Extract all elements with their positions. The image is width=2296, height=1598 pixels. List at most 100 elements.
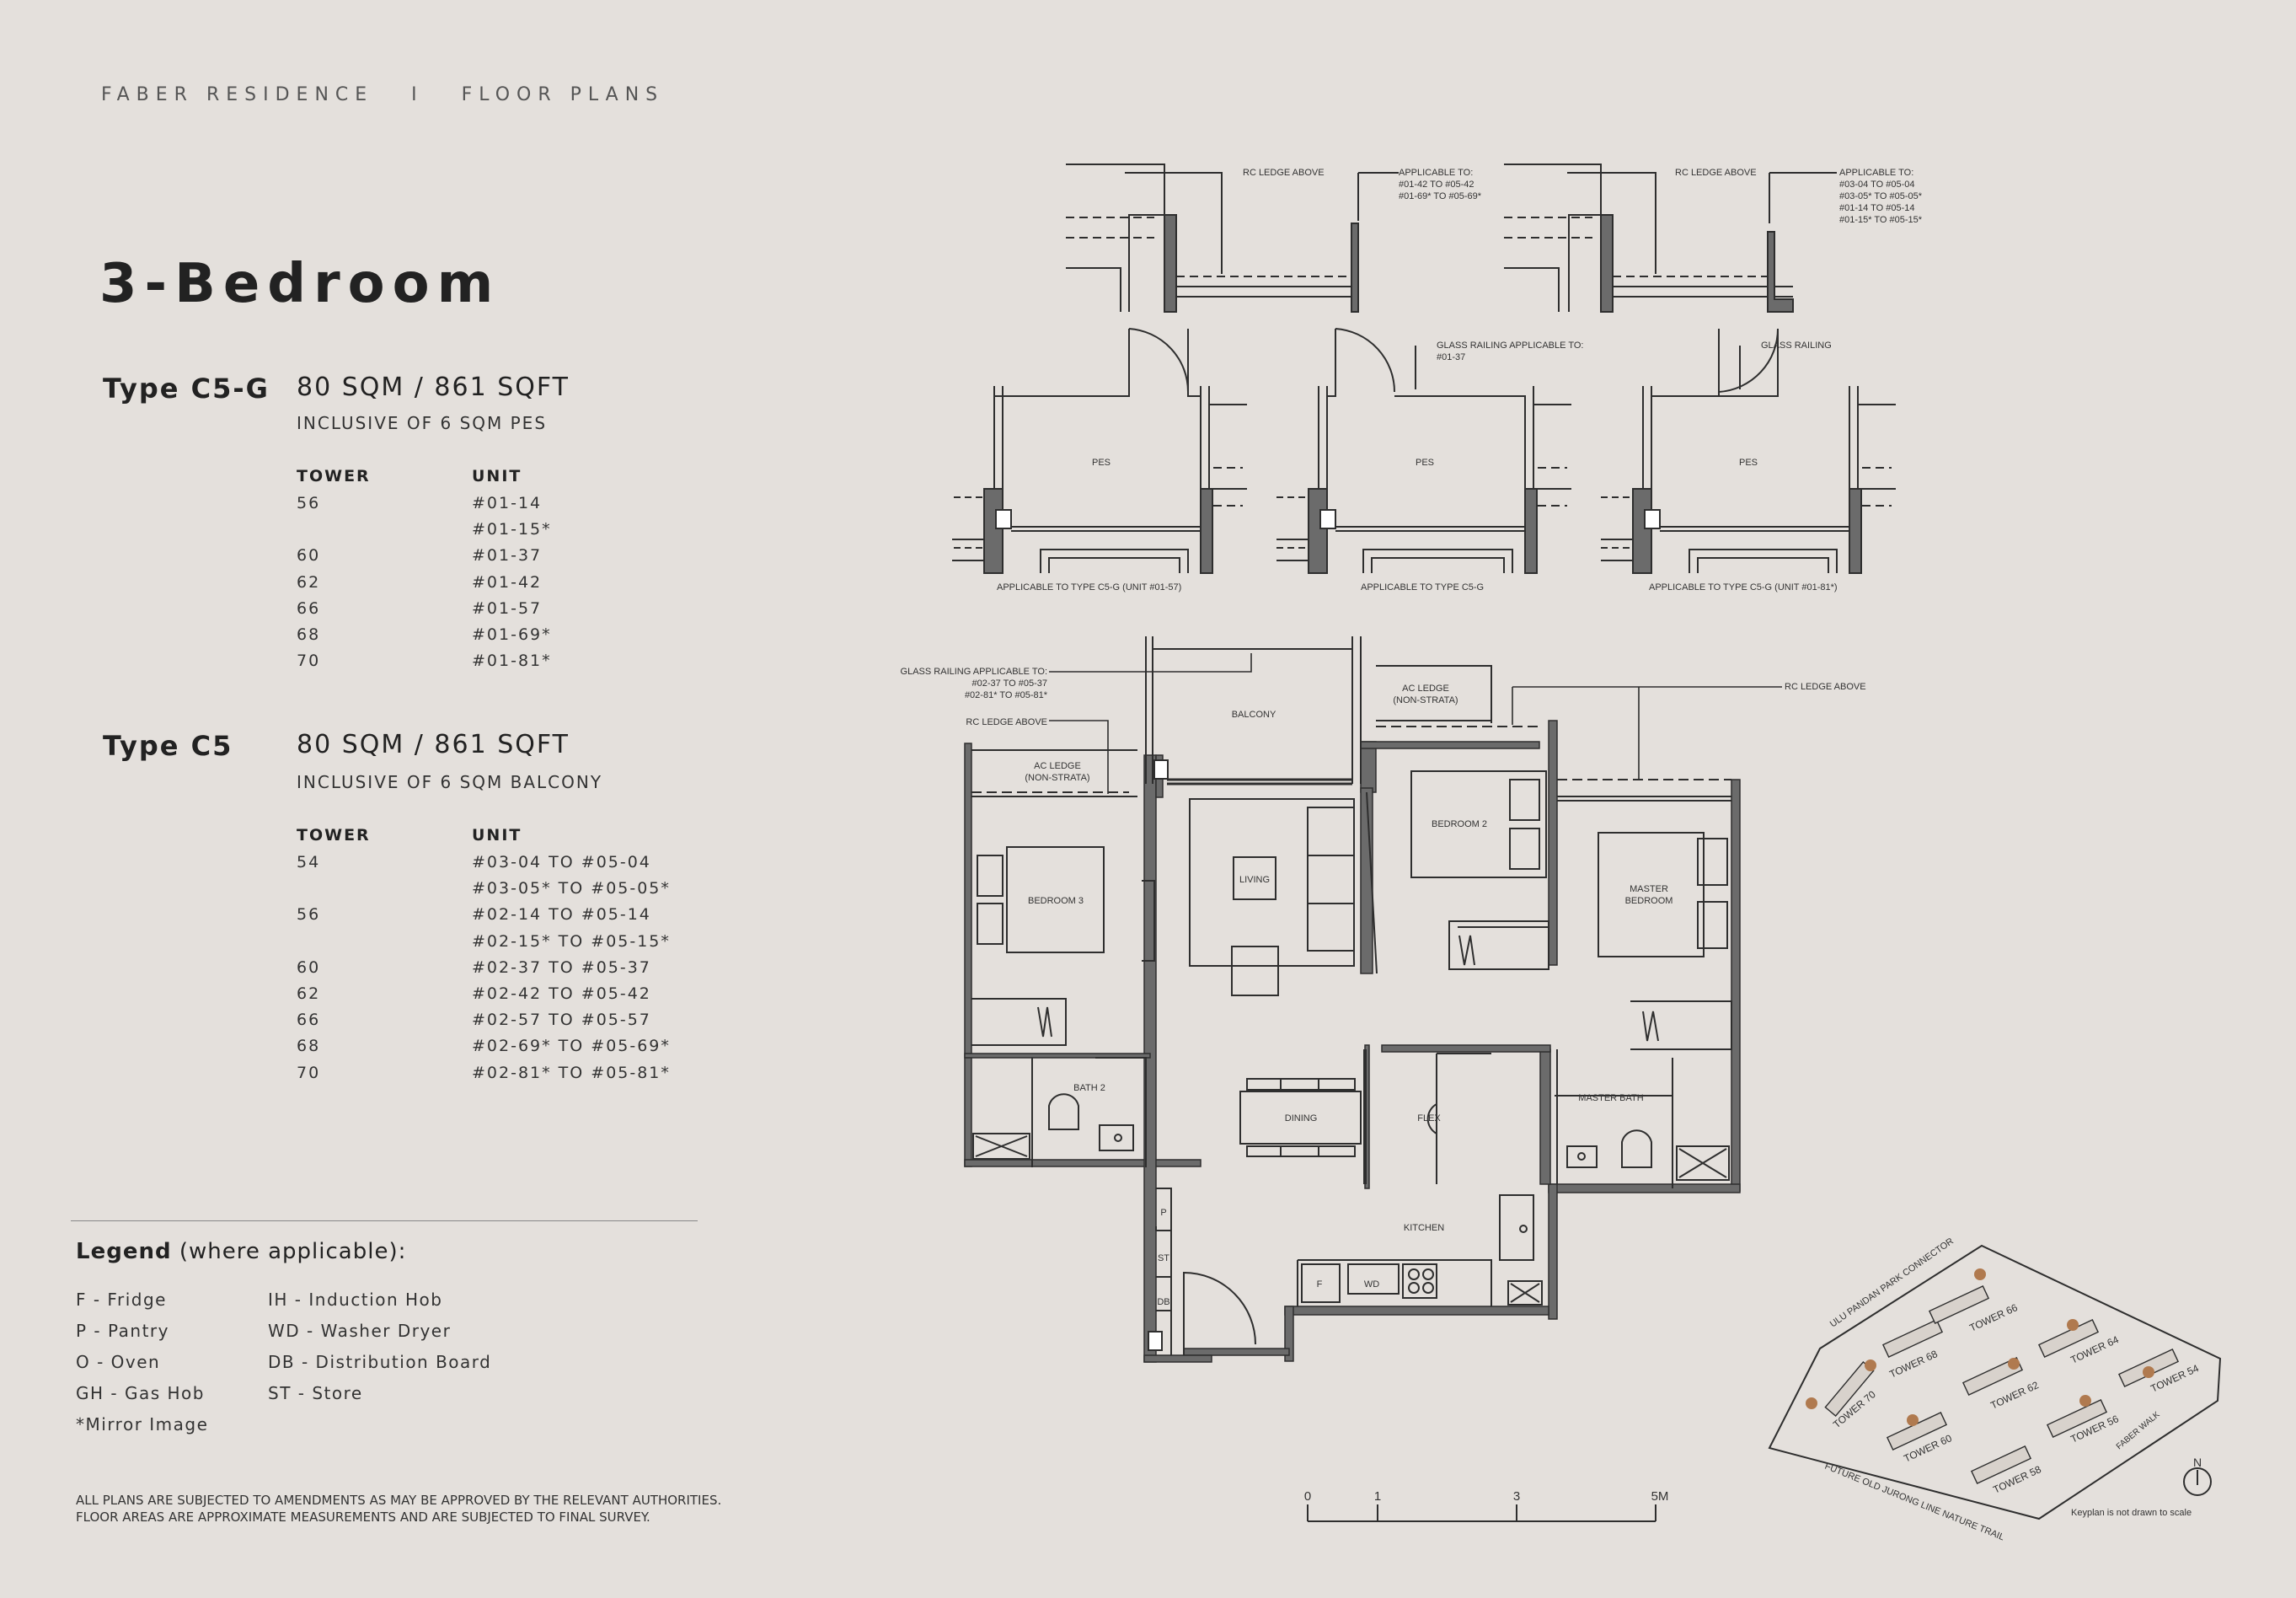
legend-column-2: IH - Induction Hob WD - Washer Dryer DB … [268,1284,491,1409]
store-label: ST [1158,1253,1169,1263]
ac-ledge-left-label: AC LEDGE [1034,761,1081,771]
detail2-ledge-label: RC LEDGE ABOVE [1675,168,1757,178]
ac-ledge-left-sub: (NON-STRATA) [1025,773,1089,783]
keyplan-walk-label: FABER WALK [2115,1410,2162,1451]
flex-label: FLEX [1417,1113,1441,1123]
main-floor-plan [964,636,1741,1363]
washer-dryer-label: WD [1364,1279,1379,1290]
type-c5g-tower-column: 56 60 62 66 68 70 [297,491,320,674]
type-c5g-unit-column: #01-14 #01-15* #01-37 #01-42 #01-57 #01-… [472,491,552,674]
legend-item: O - Oven [76,1352,161,1372]
type-c5g-area: 80 SQM / 861 SQFT [297,373,570,402]
detail2-applicable-2: #03-05* TO #05-05* [1839,191,1923,201]
detail-ledge-1 [1066,164,1399,313]
legend-item: IH - Induction Hob [268,1290,443,1310]
scale-tick-3: 3 [1513,1489,1520,1504]
detail-ledge-2 [1504,164,1837,313]
table-row-unit: #01-42 [472,572,543,592]
table-row-tower: 60 [297,546,321,566]
table-row-tower: 56 [297,905,321,925]
table-row-tower: 70 [297,652,321,671]
balcony-label: BALCONY [1232,710,1276,720]
rc-ledge-right-label: RC LEDGE ABOVE [1785,682,1866,692]
glass-railing-note-2: #02-37 TO #05-37 [972,678,1048,689]
pes1-caption: APPLICABLE TO TYPE C5-G (UNIT #01-57) [997,582,1181,593]
type-c5g-unit-header: UNIT [472,467,522,485]
rc-ledge-left-label: RC LEDGE ABOVE [966,717,1047,727]
table-row-unit: #01-69* [472,625,552,644]
type-c5-unit-header: UNIT [472,826,522,845]
table-row-unit: #01-15* [472,520,552,539]
detail2-applicable-4: #01-15* TO #05-15* [1839,215,1923,225]
table-row-unit: #03-04 TO #05-04 [472,853,651,871]
keyplan-tower-66: TOWER 66 [1967,1301,2020,1334]
table-row-unit: #02-37 TO #05-37 [472,957,651,977]
table-row-unit: #01-14 [472,494,543,512]
legend-item: DB - Distribution Board [268,1352,492,1372]
disclaimer-line: FLOOR AREAS ARE APPROXIMATE MEASUREMENTS… [76,1510,650,1525]
legend-item: WD - Washer Dryer [268,1321,452,1341]
master-bath-label: MASTER BATH [1578,1093,1643,1103]
pes3-room-label: PES [1739,458,1758,468]
legend-item: GH - Gas Hob [76,1383,205,1403]
legend-item: *Mirror Image [76,1414,209,1434]
glass-railing-note-3: #02-81* TO #05-81* [965,690,1048,700]
keyplan-note: Keyplan is not drawn to scale [2071,1508,2192,1518]
type-c5-unit-column: #03-04 TO #05-04 #03-05* TO #05-05* #02-… [472,850,671,1086]
detail2-applicable-title: APPLICABLE TO: [1839,168,1913,178]
table-row-unit: #02-69* TO #05-69* [472,1037,671,1056]
type-c5-name: Type C5 [103,730,233,762]
legend-item: P - Pantry [76,1321,169,1341]
pes1-room-label: PES [1092,458,1111,468]
legend-heading: Legend [76,1239,172,1264]
table-row-tower: 66 [297,1011,321,1030]
scale-tick-1: 1 [1374,1489,1381,1504]
db-label: DB [1157,1297,1169,1307]
kitchen-label: KITCHEN [1404,1223,1444,1233]
type-c5g-inclusive: INCLUSIVE OF 6 SQM PES [297,413,548,433]
pes3-note: GLASS RAILING [1761,341,1832,351]
table-row-tower: 66 [297,598,321,618]
table-row-tower: 62 [297,984,321,1003]
table-row-unit: #02-81* TO #05-81* [472,1063,671,1082]
table-row-tower: 54 [297,853,321,871]
type-c5-tower-header: TOWER [297,826,371,845]
keyplan-tower-62: TOWER 62 [1988,1379,2041,1412]
fridge-label: F [1317,1279,1323,1290]
legend-item: F - Fridge [76,1290,167,1310]
table-row-unit: #01-57 [472,598,543,618]
ac-ledge-right-sub: (NON-STRATA) [1393,695,1458,705]
bedroom3-label: BEDROOM 3 [1028,896,1084,906]
table-row-unit: #02-57 TO #05-57 [472,1011,651,1030]
north-label: N [2193,1456,2202,1469]
pes2-note-2: #01-37 [1437,352,1465,362]
type-c5g-tower-header: TOWER [297,467,371,485]
legend-subtitle: (where applicable): [171,1239,407,1264]
detail1-applicable-title: APPLICABLE TO: [1399,168,1473,178]
table-row-unit: #01-81* [472,652,552,671]
table-row-unit: #01-37 [472,546,543,566]
table-row-tower: 68 [297,1037,321,1056]
master-bedroom-label-1: MASTER [1630,884,1668,894]
table-row-unit: #02-42 TO #05-42 [472,984,651,1003]
legend-divider [71,1220,698,1221]
ac-ledge-right-label: AC LEDGE [1402,684,1449,694]
page-header: FABER RESIDENCE I FLOOR PLANS [101,84,665,105]
pes2-note-1: GLASS RAILING APPLICABLE TO: [1437,341,1583,351]
table-row-tower: 70 [297,1063,321,1082]
type-c5-tower-column: 54 56 60 62 66 68 70 [297,850,320,1086]
type-c5g-name: Type C5-G [103,373,270,405]
scale-bar [1307,1504,1656,1522]
table-row-unit: #02-15* TO #05-15* [472,931,671,951]
page-title: 3-Bedroom [99,253,501,315]
pes2-caption: APPLICABLE TO TYPE C5-G [1361,582,1484,593]
type-c5-inclusive: INCLUSIVE OF 6 SQM BALCONY [297,772,603,792]
pes-detail-3 [1601,328,1896,574]
table-row-tower: 68 [297,625,321,644]
bedroom2-label: BEDROOM 2 [1432,819,1487,829]
type-c5-area: 80 SQM / 861 SQFT [297,730,570,759]
disclaimer: ALL PLANS ARE SUBJECTED TO AMENDMENTS AS… [76,1492,721,1526]
master-bedroom-label-2: BEDROOM [1625,896,1673,906]
dining-label: DINING [1285,1113,1318,1123]
